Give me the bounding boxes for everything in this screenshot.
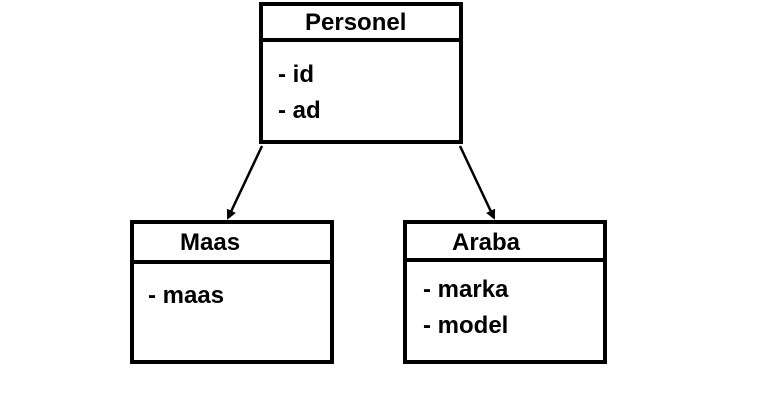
class-attributes-personel: - id - ad: [263, 42, 459, 129]
attribute-marka: - marka: [423, 276, 509, 303]
attribute-model: - model: [423, 312, 509, 339]
class-box-personel: Personel - id - ad: [259, 2, 463, 144]
relation-arrow-personel-araba: [458, 145, 496, 220]
class-title-araba: Araba: [407, 224, 603, 262]
attribute-ad: - ad: [278, 97, 321, 124]
attribute-maas: - maas: [148, 282, 225, 309]
attribute-id: - id: [278, 61, 314, 88]
class-box-araba: Araba - marka - model: [403, 220, 607, 364]
class-box-maas: Maas - maas: [130, 220, 334, 364]
class-title-personel: Personel: [263, 6, 459, 42]
class-attributes-maas: - maas: [134, 264, 330, 314]
class-attributes-araba: - marka - model: [407, 262, 603, 344]
class-title-maas: Maas: [134, 224, 330, 264]
relation-arrow-personel-maas: [226, 145, 264, 220]
